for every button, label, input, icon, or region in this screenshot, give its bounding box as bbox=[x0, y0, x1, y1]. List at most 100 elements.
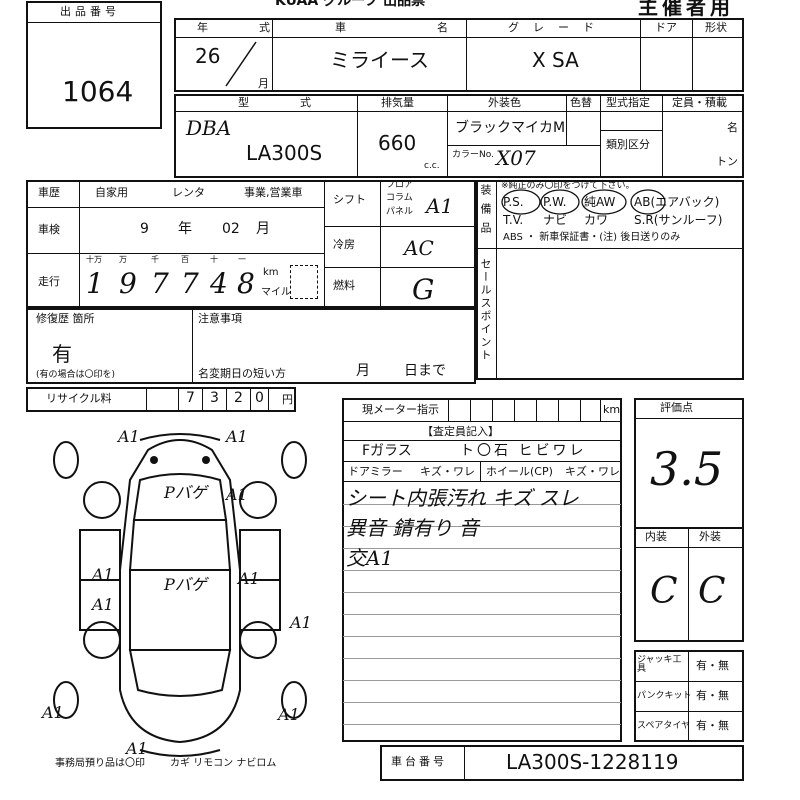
exterior-label: 外装色 bbox=[488, 96, 521, 109]
lot-label: 出品番号 bbox=[60, 5, 120, 18]
history-opt-rental: レンタ bbox=[172, 186, 205, 199]
reg-day: 日まで bbox=[404, 363, 446, 379]
mark-dent: Pバゲ bbox=[163, 575, 210, 594]
model-label: 型 式 bbox=[238, 96, 331, 109]
mark-a1: A1 bbox=[236, 569, 260, 588]
equip-abs: ABS ・ 新車保証書・(注) 後日送りのみ bbox=[503, 232, 681, 243]
name-label: 車 名 bbox=[335, 21, 488, 34]
repair-value: 有 bbox=[52, 342, 72, 366]
mileage-check-box bbox=[290, 265, 318, 299]
notes-label: 注意事項 bbox=[198, 312, 242, 325]
name-value: ミライース bbox=[330, 48, 429, 72]
equipment-label: 装備品 bbox=[479, 184, 492, 241]
shift-value: A1 bbox=[426, 194, 454, 218]
history-opt-private: 自家用 bbox=[95, 186, 128, 199]
fuel-label: 燃料 bbox=[333, 279, 355, 292]
remark-2: 異音 錆有り 音 bbox=[346, 516, 479, 540]
model-value: LA300S bbox=[246, 141, 323, 165]
designation-label: 型式指定 bbox=[606, 96, 650, 109]
lot-value: 1064 bbox=[62, 75, 134, 108]
remark-3: 交A1 bbox=[346, 546, 394, 570]
remark-1: シート内張汚れ キズ スレ bbox=[346, 486, 579, 510]
ac-value: AC bbox=[404, 236, 434, 260]
mileage-digit-label: 千 bbox=[151, 255, 159, 264]
equip-aw: 純AW bbox=[584, 195, 616, 209]
car-diagram: A1 A1 A1 A1 A1 A1 A1 A1 A1 A1 Pバゲ Pバゲ bbox=[40, 427, 312, 758]
mark-a1: A1 bbox=[224, 427, 248, 446]
wheel-label: ホイール(CP) bbox=[486, 465, 553, 478]
repair-block bbox=[26, 308, 476, 384]
interior-value: C bbox=[650, 571, 678, 612]
acc-spare-label: スペアタイヤ bbox=[637, 721, 691, 731]
mark-a1: A1 bbox=[224, 485, 248, 504]
office-keys-items: カギ リモコン ナビロム bbox=[170, 758, 277, 769]
recycle-unit: 円 bbox=[282, 393, 293, 406]
equip-sr: S.R(サンルーフ) bbox=[634, 213, 723, 227]
acc-kit-value: 有・無 bbox=[696, 689, 729, 702]
mark-a1: A1 bbox=[276, 705, 300, 724]
mark-a1: A1 bbox=[116, 427, 140, 446]
mileage-digit-label: 十 bbox=[210, 255, 218, 264]
mileage-digit: 8 bbox=[237, 267, 255, 300]
inspection-year: 9 bbox=[140, 221, 149, 237]
mark-a1: A1 bbox=[40, 703, 64, 722]
inspector-title: 【査定員記入】 bbox=[422, 425, 499, 438]
vehicle-row1 bbox=[174, 18, 744, 92]
recycle-digit: 2 bbox=[234, 390, 243, 406]
displacement-unit: c.c. bbox=[424, 161, 440, 171]
mark-a1: A1 bbox=[124, 739, 148, 758]
lot-box bbox=[26, 1, 162, 129]
wheel-opts: キズ・ワレ bbox=[565, 465, 620, 478]
host-use-title: 主催者用 bbox=[638, 0, 734, 19]
recycle-label: リサイクル料 bbox=[46, 392, 112, 405]
fuel-value: G bbox=[412, 273, 435, 306]
equip-leather: カワ bbox=[584, 213, 609, 227]
meter-unit: km bbox=[603, 403, 621, 416]
year-month-unit: 月 bbox=[258, 77, 269, 90]
mirror-label: ドアミラー bbox=[348, 465, 403, 478]
mileage-unit-mile: マイル bbox=[261, 287, 291, 298]
equip-tv: T.V. bbox=[503, 213, 524, 227]
office-keys-label: 事務局預り品は〇印 bbox=[55, 758, 145, 769]
score-block bbox=[634, 398, 744, 642]
score-label: 評価点 bbox=[660, 401, 693, 414]
exterior-grade-label: 外装 bbox=[699, 530, 721, 543]
chassis-label: 車台番号 bbox=[391, 755, 447, 768]
equipment-note: ※純正のみ〇印をつけて下さい。 bbox=[501, 181, 635, 191]
acc-jack-label: ジャッキ工具 bbox=[637, 655, 682, 674]
inspection-month: 02 bbox=[222, 221, 240, 237]
glass-label: Fガラス bbox=[362, 443, 412, 459]
org-title: KUAA グループ 出品票 bbox=[275, 0, 426, 9]
year-era: 26 bbox=[195, 44, 221, 68]
mark-dent: Pバゲ bbox=[163, 483, 210, 502]
repair-label: 修復歴 箇所 bbox=[36, 312, 95, 325]
mileage-label: 走行 bbox=[38, 275, 60, 288]
color-no-value: X07 bbox=[496, 146, 536, 170]
meter-label: 現メーター指示 bbox=[362, 403, 439, 416]
recycle-digit: 3 bbox=[210, 390, 219, 406]
shift-opt-panel: パネル bbox=[386, 207, 414, 217]
mirror-opts: キズ・ワレ bbox=[420, 465, 475, 478]
mileage-digit: 7 bbox=[151, 267, 169, 300]
mark-a1: A1 bbox=[288, 613, 312, 632]
vehicle-row2 bbox=[174, 94, 744, 178]
acc-kit-label: パンクキット bbox=[637, 691, 692, 701]
chassis-block bbox=[380, 745, 744, 781]
grade-value: X SA bbox=[532, 48, 579, 72]
equip-circles bbox=[501, 189, 666, 215]
exterior-grade-value: C bbox=[698, 571, 726, 612]
capacity-unit2: トン bbox=[716, 155, 738, 168]
mileage-digit-label: 十万 bbox=[86, 255, 102, 264]
mileage-unit-km: km bbox=[263, 267, 279, 278]
color-change-label: 色替 bbox=[570, 96, 592, 109]
color-no-label: カラーNo. bbox=[452, 150, 494, 160]
reg-month: 月 bbox=[356, 363, 370, 379]
shift-label: シフト bbox=[333, 193, 366, 206]
recycle-digit: 7 bbox=[186, 390, 195, 406]
capacity-label: 定員・積載 bbox=[672, 96, 727, 109]
shift-opt-column: コラム bbox=[386, 193, 413, 203]
mark-a1: A1 bbox=[90, 565, 114, 584]
chassis-value: LA300S-1228119 bbox=[506, 750, 679, 774]
reg-label: 名変期日の短い方 bbox=[198, 367, 286, 380]
mileage-digit: 4 bbox=[210, 267, 228, 300]
